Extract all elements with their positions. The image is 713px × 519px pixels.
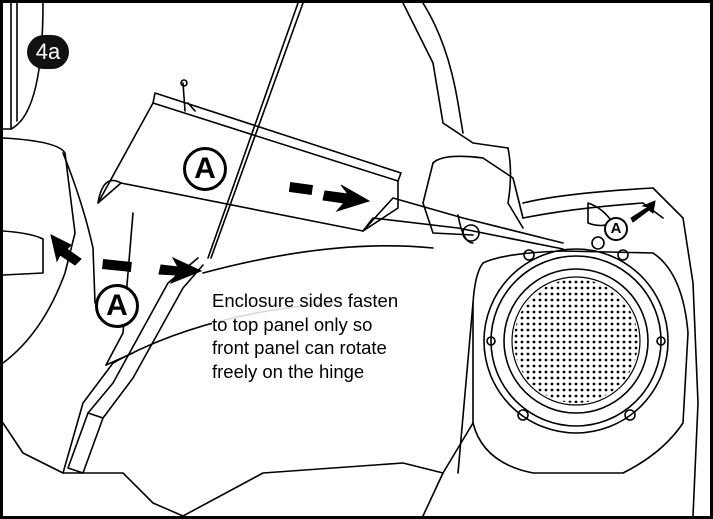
- enclosure-front-face: [97, 182, 122, 204]
- door-trim: [10, 3, 44, 130]
- upper-pillar-3: [507, 147, 524, 229]
- door-pillar: [3, 3, 12, 130]
- callout-a-side-panel: A: [95, 284, 139, 328]
- bolt-1: [182, 82, 186, 112]
- rear-panel-side: [457, 302, 474, 474]
- speaker-outer-ring: [483, 248, 669, 434]
- lower-trim: [3, 422, 184, 516]
- arrow-3: [50, 234, 82, 266]
- arrow-dash-2: [102, 259, 132, 272]
- callout-a-top-panel: A: [183, 147, 227, 191]
- seat-belt-cable: [207, 3, 299, 259]
- speaker-grille: [511, 276, 641, 406]
- bolt-2: [187, 102, 196, 112]
- rear-pillar-curve: [62, 152, 96, 304]
- callout-a-rear-latch: A: [604, 217, 628, 241]
- arrow-dash-1: [288, 181, 314, 196]
- support-leg: [87, 257, 199, 414]
- upper-pillar-2: [422, 3, 464, 134]
- support-leg-2: [102, 264, 204, 419]
- bracket-line: [105, 212, 134, 366]
- right-console-2: [422, 162, 474, 236]
- door-lower-line: [3, 230, 44, 276]
- right-console: [432, 155, 524, 219]
- arrow-2: [158, 256, 203, 285]
- support-box: [67, 412, 104, 474]
- handle-rod-2: [362, 217, 564, 250]
- step-number-badge: 4a: [27, 35, 69, 69]
- enclosure-top-edge: [152, 92, 402, 182]
- speaker-grille-dots: [514, 279, 638, 403]
- enclosure-top-panel: [97, 102, 399, 232]
- lower-trim-2: [62, 362, 114, 474]
- arrow-1: [322, 184, 371, 213]
- seat-belt-cable-2: [210, 3, 304, 259]
- wall-curve: [202, 245, 434, 274]
- floor-line: [182, 462, 444, 516]
- arrow-4: [630, 200, 656, 223]
- rear-deck-inner: [522, 202, 664, 219]
- rear-deck: [522, 187, 699, 516]
- handle-rod: [362, 197, 564, 244]
- speaker-mid-ring: [490, 255, 662, 427]
- vehicle-interior-illustration: [3, 3, 699, 516]
- instruction-note: Enclosure sides fasten to top panel only…: [212, 289, 402, 383]
- upper-pillar: [402, 3, 509, 149]
- speaker-inner-ring: [503, 268, 649, 414]
- door-panel-outline: [3, 137, 76, 364]
